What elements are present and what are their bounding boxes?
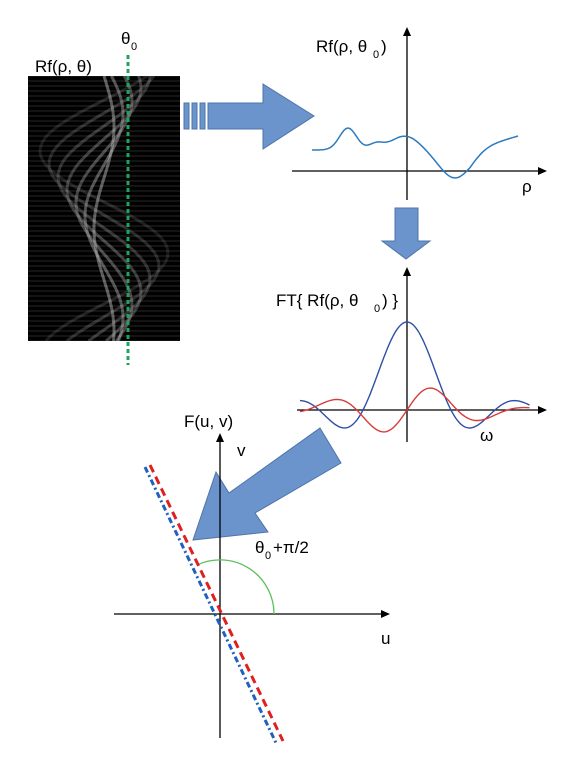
u-arrowhead <box>381 610 390 618</box>
theta0-symbol: θ <box>121 29 130 48</box>
arrow-projection-to-ft <box>380 207 432 260</box>
sinogram-panel: Rf(ρ, θ) θ 0 <box>28 29 180 365</box>
projection-title-main: Rf(ρ, θ <box>316 37 367 56</box>
angle-label-theta: θ <box>255 538 264 557</box>
angle-label: θ 0 +π/2 <box>255 538 309 562</box>
ft-title-sub: 0 <box>374 303 380 315</box>
ft-magnitude-curve <box>299 321 530 429</box>
arrow-sinogram-to-projection <box>183 83 315 150</box>
projection-plot: Rf(ρ, θ 0 ) ρ <box>292 27 547 200</box>
projection-title: Rf(ρ, θ 0 ) <box>316 37 387 61</box>
ft-y-arrowhead <box>403 267 411 276</box>
angle-label-sub: 0 <box>265 550 271 562</box>
arrow-body-diagonal <box>192 427 342 541</box>
ft-title: FT{ Rf(ρ, θ 0 ) } <box>276 291 398 315</box>
arrow-body-down <box>380 207 432 260</box>
projection-x-arrowhead <box>538 167 547 175</box>
u-axis-label: u <box>381 629 390 648</box>
arrow-stub-2 <box>191 102 198 130</box>
fourier-plane: F(u, v) v u θ 0 +π/2 <box>114 412 390 746</box>
sinogram-title: Rf(ρ, θ) <box>35 57 92 76</box>
v-arrowhead <box>216 433 224 442</box>
theta0-subscript: 0 <box>131 41 137 53</box>
ft-plot: FT{ Rf(ρ, θ 0 ) } ω <box>276 267 547 445</box>
projection-curve <box>312 127 519 179</box>
fourier-plane-title: F(u, v) <box>184 412 233 431</box>
omega-axis-label: ω <box>480 426 493 445</box>
rho-axis-label: ρ <box>522 177 532 196</box>
v-axis-label: v <box>237 441 246 460</box>
ft-x-arrowhead <box>538 406 547 414</box>
ft-title-close: ) } <box>382 291 398 310</box>
projection-title-close: ) <box>381 37 387 56</box>
ft-phase-curve <box>299 387 530 433</box>
arrow-ft-to-fourier-plane <box>192 427 342 541</box>
arrow-stub-1 <box>183 102 190 130</box>
projection-title-sub: 0 <box>373 49 379 61</box>
angle-arc <box>196 559 275 615</box>
arrow-body-right <box>207 83 315 150</box>
sinogram-ripples <box>28 76 180 341</box>
central-slice-blue <box>143 466 279 746</box>
arrow-stub-3 <box>199 102 206 130</box>
projection-y-arrowhead <box>403 27 411 36</box>
angle-label-rest: +π/2 <box>273 538 309 557</box>
ft-title-main: FT{ Rf(ρ, θ <box>276 291 358 310</box>
theta0-label: θ 0 <box>121 29 137 53</box>
